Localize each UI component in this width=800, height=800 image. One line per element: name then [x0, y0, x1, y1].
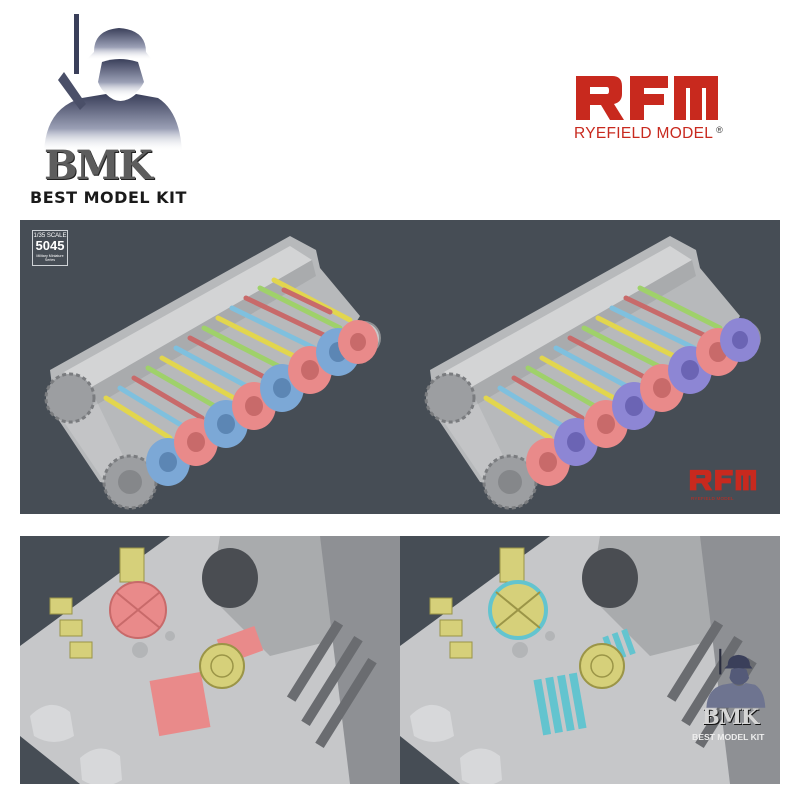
- hull-render-left: [44, 236, 381, 510]
- rfm-watermark: RYEFIELD MODEL: [688, 468, 758, 508]
- ryefield-logo: RYEFIELD MODEL®: [572, 72, 742, 156]
- series-label: Military Miniature Series: [36, 254, 64, 262]
- bmk-watermark-caption: BEST MODEL KIT: [692, 732, 765, 742]
- bmk-letters: BMK: [44, 142, 153, 189]
- rfm-watermark-text: RYEFIELD MODEL: [691, 496, 734, 501]
- ryefield-wordmark-text: RYEFIELD MODEL: [574, 125, 714, 142]
- hull-render-right: [424, 236, 761, 510]
- kit-number: 5045: [35, 238, 65, 253]
- scale-badge: 1/35 SCALE 5045 Military Miniature Serie…: [32, 230, 68, 266]
- suspension-render-panel: 1/35 SCALE 5045 Military Miniature Serie…: [20, 220, 780, 514]
- bmk-watermark-letters: BMK: [702, 704, 759, 729]
- soldier-silhouette-icon: [44, 14, 182, 152]
- bmk-logo: BMK BEST MODEL KIT: [24, 12, 187, 208]
- ryefield-wordmark: RYEFIELD MODEL®: [574, 125, 723, 143]
- registered-mark: ®: [716, 125, 724, 135]
- rfm-watermark-mark: [689, 469, 757, 491]
- soldier-silhouette-icon: [706, 648, 766, 708]
- engine-deck-render-right: [400, 536, 780, 784]
- rfm-letters-mark: [576, 76, 718, 120]
- engine-deck-render-left: [20, 536, 400, 784]
- scale-label: 1/35 SCALE: [33, 233, 67, 239]
- bmk-watermark: BMK BEST MODEL KIT: [692, 648, 772, 744]
- engine-deck-render-panel: BMK BEST MODEL KIT: [20, 536, 780, 784]
- bmk-caption: BEST MODEL KIT: [30, 188, 187, 207]
